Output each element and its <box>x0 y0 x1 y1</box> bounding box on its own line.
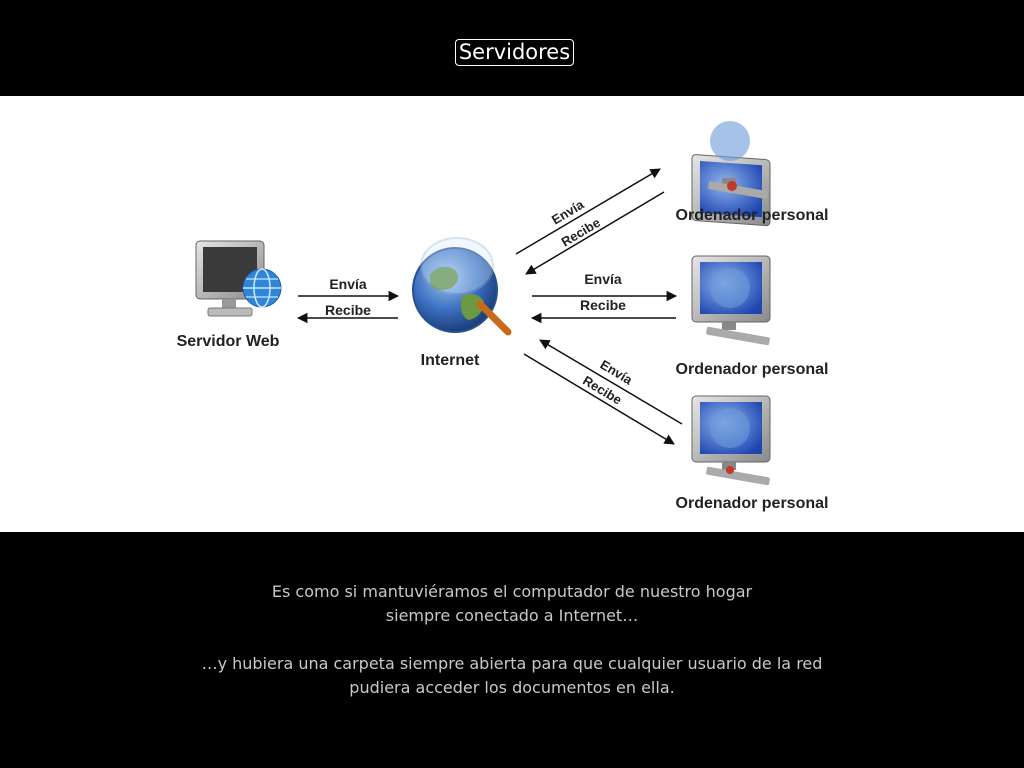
pc2-receive-label: Recibe <box>580 297 626 313</box>
caption-line: pudiera acceder los documentos en ella. <box>349 678 675 697</box>
pc-icon <box>691 395 771 486</box>
caption-line: …y hubiera una carpeta siempre abierta p… <box>201 654 823 673</box>
pc-label: Ordenador personal <box>676 495 829 512</box>
server-label: Servidor Web <box>177 333 280 350</box>
server-receive-label: Recibe <box>325 302 371 318</box>
server-send-label: Envía <box>329 276 367 292</box>
pc2-send-label: Envía <box>584 271 622 287</box>
network-diagram: Servidor Web Internet Envía Recibe Orden… <box>177 121 829 512</box>
server-icon <box>195 240 282 317</box>
arrow-pc3-receive <box>523 353 675 445</box>
pc-icon <box>691 121 771 227</box>
pc-icon <box>691 255 771 346</box>
pc-label: Ordenador personal <box>676 207 829 224</box>
arrow-pc1-send <box>515 168 661 255</box>
diagram-panel: Servidor Web Internet Envía Recibe Orden… <box>0 96 1024 532</box>
pc-label: Ordenador personal <box>676 361 829 378</box>
internet-globe-icon <box>412 237 512 336</box>
caption-line: Es como si mantuviéramos el computador d… <box>271 582 753 601</box>
caption-line: siempre conectado a Internet… <box>385 606 639 625</box>
slide-title: Servidores <box>455 39 574 66</box>
internet-label: Internet <box>421 352 480 369</box>
arrow-pc3-send <box>539 339 683 425</box>
arrow-pc1-receive <box>525 191 665 275</box>
slide-caption: Es como si mantuviéramos el computador d… <box>0 580 1024 700</box>
